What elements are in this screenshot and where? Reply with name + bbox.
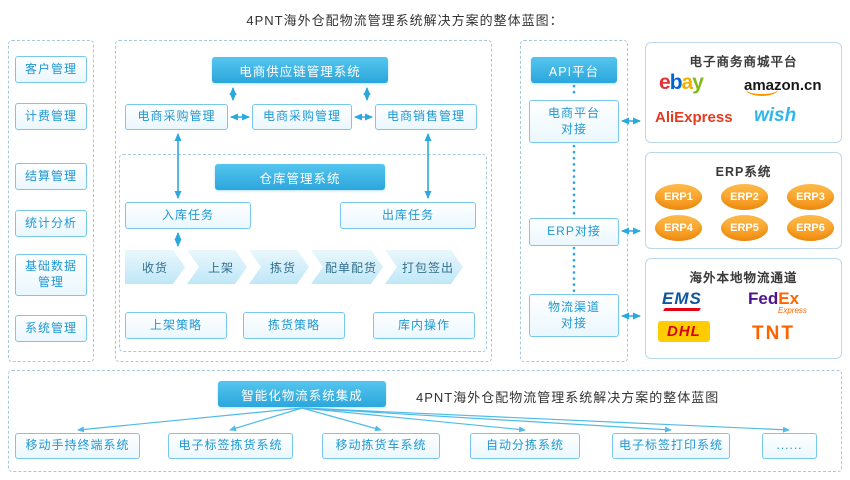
system-box: ...... <box>762 433 817 459</box>
strategy-box: 上架策略 <box>125 312 227 339</box>
ebay-logo: ebay <box>659 71 704 94</box>
system-box: 移动拣货车系统 <box>322 433 440 459</box>
erp-oval: ERP2 <box>721 184 768 210</box>
system-box: 电子标签拣货系统 <box>168 433 293 459</box>
ems-logo: EMS <box>662 289 702 308</box>
erp-oval: ERP3 <box>787 184 834 210</box>
wish-logo: wish <box>754 105 797 126</box>
flow-step-chevron: 配单配货 <box>311 250 383 284</box>
amazon-smile-arc <box>746 89 778 96</box>
integration-caption: 4PNT海外仓配物流管理系统解决方案的整体蓝图 <box>416 390 720 405</box>
strategy-box: 库内操作 <box>373 312 475 339</box>
sidebar-item: 结算管理 <box>15 163 87 190</box>
sidebar-item: 客户管理 <box>15 56 87 83</box>
sidebar-item-label: 系统管理 <box>24 320 77 335</box>
mall-platforms-header: 电子商务商城平台 <box>689 55 798 69</box>
inbound-task-box: 入库任务 <box>125 202 251 229</box>
erp-systems-box: ERP系统 ERP1 ERP2 ERP3 ERP4 ERP5 ERP6 <box>645 152 842 249</box>
integration-header: 智能化物流系统集成 <box>218 381 386 407</box>
module-box: 电商销售管理 <box>375 104 477 130</box>
sidebar-item-label: 基础数据管理 <box>24 259 77 289</box>
sidebar-item-label: 计费管理 <box>24 108 77 123</box>
logistics-channels-box: 海外本地物流通道 EMS FedEx Express DHL TNT <box>645 258 842 359</box>
outbound-task-box: 出库任务 <box>340 202 476 229</box>
sidebar-item: 统计分析 <box>15 210 87 237</box>
sidebar-item: 系统管理 <box>15 315 87 342</box>
fedex-express-label: Express <box>778 306 807 315</box>
api-item: 电商平台对接 <box>529 100 619 143</box>
sidebar-item: 基础数据管理 <box>15 254 87 296</box>
sidebar-item: 计费管理 <box>15 103 87 130</box>
erp-oval: ERP5 <box>721 215 768 241</box>
api-item-label: ERP对接 <box>547 224 601 239</box>
erp-oval: ERP1 <box>655 184 702 210</box>
sidebar-item-label: 统计分析 <box>24 215 77 230</box>
aliexpress-logo: AliExpress <box>655 109 733 126</box>
erp-oval: ERP4 <box>655 215 702 241</box>
api-item-label: 电商平台对接 <box>547 105 600 136</box>
erp-systems-header: ERP系统 <box>715 165 772 179</box>
warehouse-header: 仓库管理系统 <box>215 164 385 190</box>
sidebar-item-label: 结算管理 <box>24 168 77 183</box>
system-box: 移动手持终端系统 <box>15 433 140 459</box>
logistics-channels-header: 海外本地物流通道 <box>689 271 798 285</box>
system-box: 电子标签打印系统 <box>612 433 730 459</box>
module-box: 电商采购管理 <box>252 104 352 130</box>
module-box: 电商采购管理 <box>125 104 228 130</box>
sidebar-panel <box>8 40 94 362</box>
system-box: 自动分拣系统 <box>470 433 580 459</box>
strategy-box: 拣货策略 <box>243 312 345 339</box>
mall-platforms-box: 电子商务商城平台 ebay amazon.cn AliExpress wish <box>645 42 842 143</box>
api-platform-header: API平台 <box>531 57 617 83</box>
api-item: 物流渠道对接 <box>529 294 619 337</box>
fedex-logo: FedEx Express <box>748 289 807 315</box>
erp-oval: ERP6 <box>787 215 834 241</box>
api-item: ERP对接 <box>529 218 619 246</box>
tnt-logo: TNT <box>752 323 795 344</box>
flow-step-chevron: 上架 <box>187 250 247 284</box>
supply-chain-header: 电商供应链管理系统 <box>212 57 388 83</box>
page-title: 4PNT海外仓配物流管理系统解决方案的整体蓝图： <box>246 13 564 28</box>
dhl-logo: DHL <box>658 321 710 342</box>
flow-step-chevron: 打包签出 <box>385 250 463 284</box>
flow-step-chevron: 收货 <box>125 250 185 284</box>
ems-swoosh <box>663 308 701 311</box>
api-item-label: 物流渠道对接 <box>547 299 600 330</box>
sidebar-item-label: 客户管理 <box>24 61 77 76</box>
